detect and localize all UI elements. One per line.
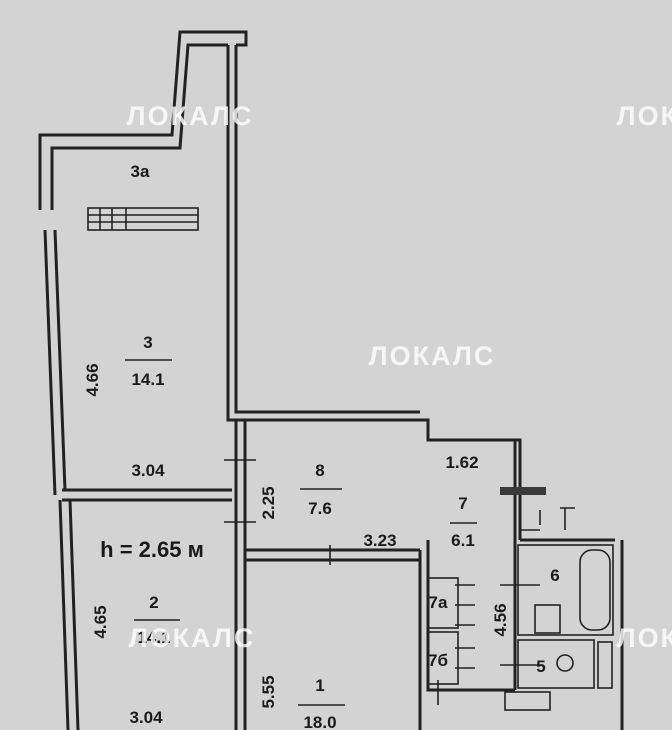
room-8-number: 8	[315, 461, 324, 480]
room-3-width: 3.04	[131, 461, 165, 480]
room-1-number: 1	[315, 676, 324, 695]
room-3a-label: 3а	[131, 162, 150, 181]
watermarks: ЛОКАЛС ЛОКАЛС ЛОКАЛС ЛОКАЛС ЛОКАЛС	[127, 101, 672, 653]
room-7-area: 6.1	[451, 531, 475, 550]
room-2-area: 14.1	[137, 628, 170, 647]
room-8-area: 7.6	[308, 499, 332, 518]
room-7a-label: 7а	[429, 593, 448, 612]
room-2-length: 4.65	[91, 605, 110, 638]
room-6-label: 6	[550, 566, 559, 585]
watermark: ЛОКАЛС	[369, 341, 496, 371]
redaction-bar	[500, 487, 546, 495]
room-8-length: 2.25	[259, 486, 278, 519]
room-labels: 3а 3 14.1 3.04 4.66 8 7.6 3.23 2.25 1.62…	[83, 162, 560, 730]
room-5-label: 5	[536, 657, 545, 676]
room-1-length: 5.55	[259, 675, 278, 708]
room-3-area: 14.1	[131, 370, 164, 389]
room-7-number: 7	[458, 494, 467, 513]
room-1-area: 18.0	[303, 713, 336, 730]
room-2-width: 3.04	[129, 708, 163, 727]
room-8-width: 3.23	[363, 531, 396, 550]
walls	[38, 30, 624, 730]
ceiling-height: h = 2.65 м	[100, 537, 204, 562]
watermark: ЛОКАЛС	[127, 101, 254, 131]
room-2-number: 2	[149, 593, 158, 612]
room-7-width: 1.62	[445, 453, 478, 472]
watermark: ЛОКАЛС	[617, 101, 672, 131]
room-3-number: 3	[143, 333, 152, 352]
room-3-length: 4.66	[83, 363, 102, 396]
room-7-length: 4.56	[491, 603, 510, 636]
watermark: ЛОКАЛС	[129, 623, 256, 653]
watermark: ЛОКАЛС	[617, 623, 672, 653]
room-7b-label: 7б	[428, 651, 448, 670]
